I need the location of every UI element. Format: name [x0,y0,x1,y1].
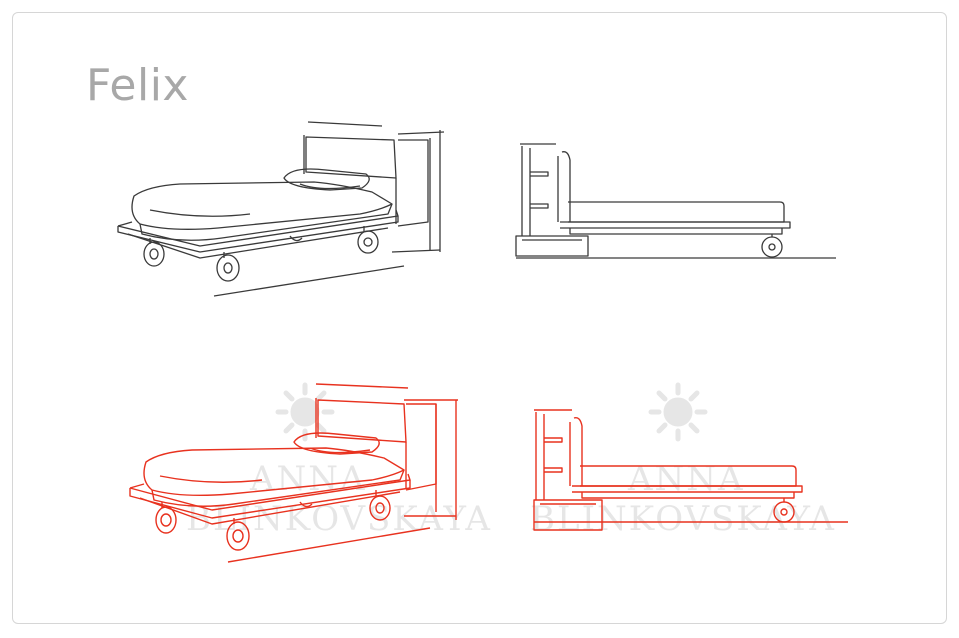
watermark-line1-left: ANNA [249,459,367,499]
bed-side-red [533,409,848,531]
watermark-line2-right: BLINKOVSKAYA [530,499,836,539]
wheel-red-front-left [155,502,177,534]
product-title: Felix [86,60,189,111]
bed-perspective-red [129,383,458,563]
sun-logo-left [275,382,335,442]
watermark-line1-right: ANNA [627,459,745,499]
bed-side-black [515,143,836,259]
sun-logo-right [648,382,708,442]
bed-perspective-black [117,121,445,297]
wheel-red-side [773,498,795,523]
wheel-back-right [357,226,379,254]
wheel-red-front-right [226,518,250,551]
watermark-right: ANNA BLINKOVSKAYA [530,382,836,539]
watermark-line2-left: BLINKOVSKAYA [186,499,492,539]
wheel-red-back-right [369,490,391,521]
wheel-front-left [143,238,165,267]
wheel-front-right [216,252,240,282]
wheel-side [761,234,783,258]
